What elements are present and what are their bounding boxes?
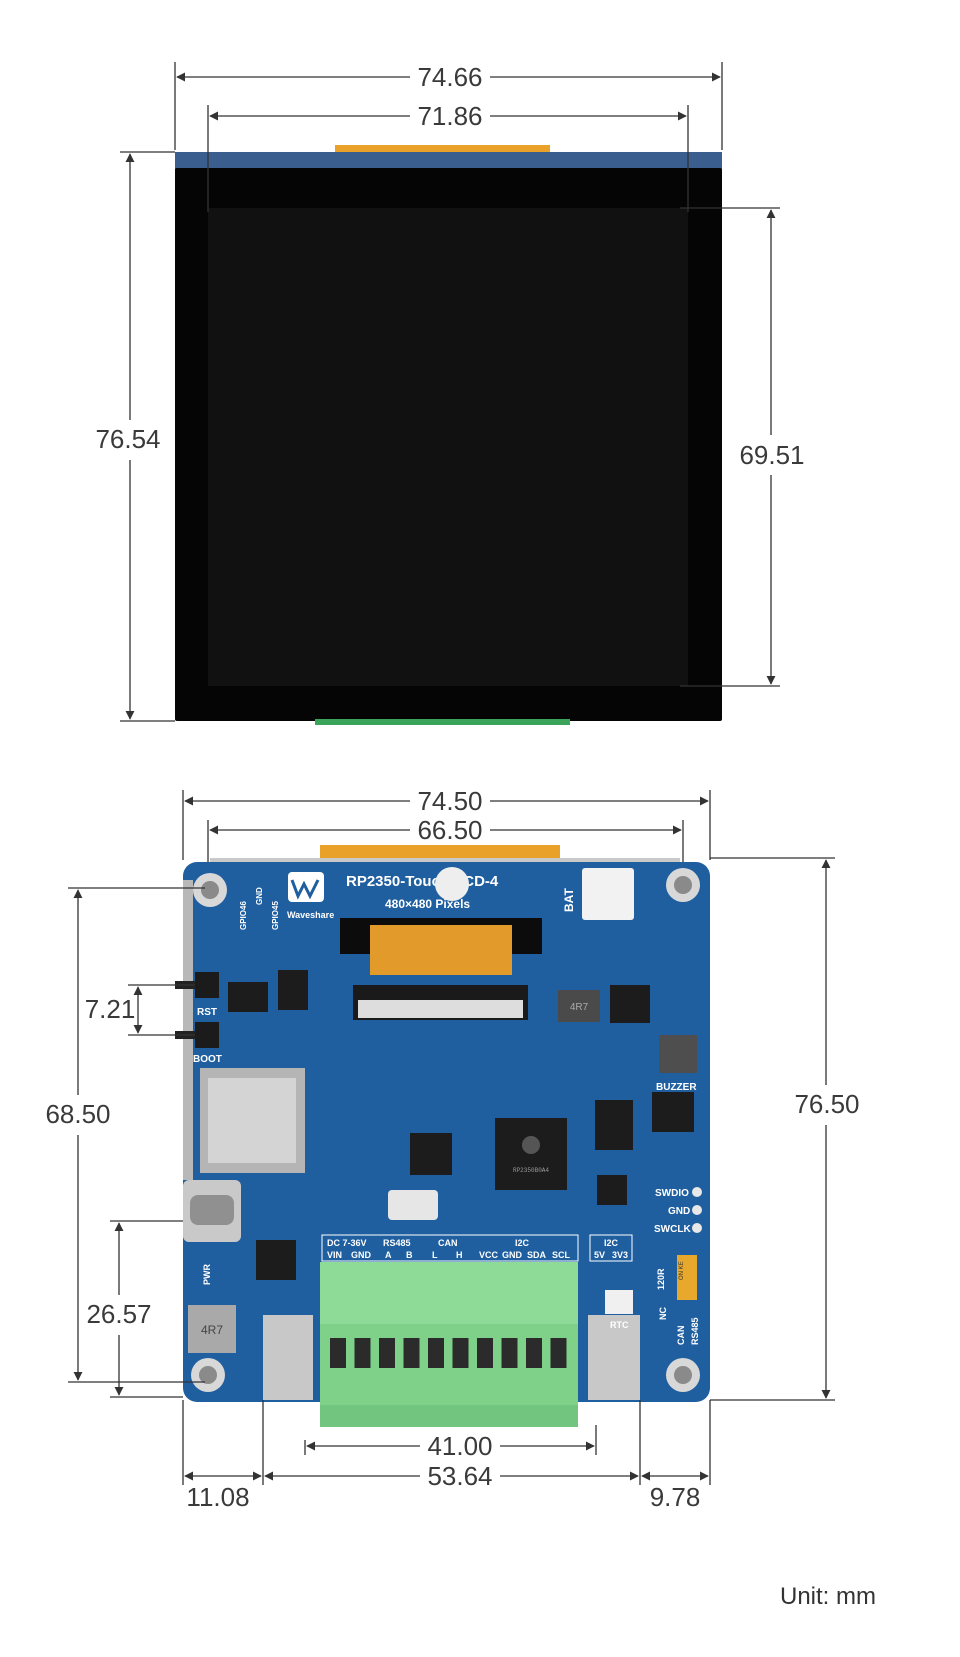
label-gpio46: GPIO46 [239, 901, 248, 930]
dim-top-height-active: 69.51 [739, 440, 804, 470]
metal-standoff-left [263, 1315, 313, 1400]
mounting-hole-tr [666, 868, 700, 902]
fuse [388, 1190, 438, 1220]
label-nc: NC [658, 1307, 668, 1320]
label-inductor: 4R7 [201, 1323, 223, 1337]
label-gnd-i2c: GND [502, 1250, 523, 1260]
label-5v: 5V [594, 1250, 605, 1260]
label-a: A [385, 1250, 392, 1260]
metal-standoff-right [588, 1315, 640, 1400]
dim-top-width-outer: 74.66 [417, 62, 482, 92]
label-rs485-sel: RS485 [690, 1317, 700, 1345]
terminal-slot [452, 1338, 469, 1368]
chip-e [278, 970, 308, 1010]
mounting-hole-br [666, 1358, 700, 1392]
terminal-slot [477, 1338, 493, 1368]
dim-bottom-height-outer: 76.50 [794, 1089, 859, 1119]
label-swdio: SWDIO [655, 1188, 689, 1199]
chip-c [652, 1092, 694, 1132]
bottom-fpc-strip [315, 719, 570, 725]
label-rtc: RTC [610, 1320, 629, 1330]
label-rst: RST [197, 1007, 217, 1018]
pcb-back-view: RP2350-Touch-LCD-4 480×480 Pixels Wavesh… [175, 845, 710, 1427]
label-gnd-dc: GND [351, 1250, 372, 1260]
label-b: B [406, 1250, 413, 1260]
dim-bottom-width-outer: 74.50 [417, 786, 482, 816]
chip-d [610, 985, 650, 1023]
label-rs485: RS485 [383, 1238, 411, 1248]
chip-b [595, 1100, 633, 1150]
dim-right-margin: 9.78 [650, 1482, 701, 1512]
lcd-top-edge [175, 152, 722, 170]
label-dip-on: ON KE [679, 1261, 685, 1280]
dim-bottom-width-fpc: 66.50 [417, 815, 482, 845]
dim-usb-to-bottom: 26.57 [86, 1299, 151, 1329]
dim-hole-to-bottom: 68.50 [45, 1099, 110, 1129]
label-gpio45: GPIO45 [271, 901, 280, 930]
chip-a [410, 1133, 452, 1175]
chip-h [597, 1175, 627, 1205]
terminal-screws [330, 1338, 567, 1368]
label-gnd-top: GND [255, 887, 264, 905]
label-h: H [456, 1250, 463, 1260]
dc-sticker [435, 867, 469, 901]
terminal-slot [354, 1338, 371, 1368]
board-title: RP2350-Touch-LCD-4 [346, 873, 499, 890]
terminal-slot [550, 1338, 567, 1368]
chip-g [256, 1240, 296, 1280]
brand-label: Waveshare [287, 910, 334, 920]
label-120r: 120R [656, 1268, 666, 1290]
dim-top-width-active: 71.86 [417, 101, 482, 131]
terminal-slot [330, 1338, 346, 1368]
dim-button-pitch: 7.21 [85, 994, 136, 1024]
lcd-front-view [175, 145, 722, 725]
fpc-ribbon [370, 925, 512, 975]
label-swclk: SWCLK [654, 1224, 691, 1235]
buzzer [659, 1035, 697, 1073]
terminal-slot [403, 1338, 420, 1368]
label-vin: VIN [327, 1250, 342, 1260]
label-swd-gnd: GND [668, 1206, 690, 1217]
label-scl: SCL [552, 1250, 571, 1260]
label-sda: SDA [527, 1250, 547, 1260]
label-dc: DC 7-36V [327, 1238, 367, 1248]
inductor-right [558, 990, 600, 1022]
bottom-dimensions [68, 790, 835, 1485]
mounting-hole-bl [191, 1358, 225, 1392]
label-vcc: VCC [479, 1250, 499, 1260]
unit-label: Unit: mm [780, 1583, 876, 1610]
label-i2c: I2C [515, 1238, 530, 1248]
label-3v3: 3V3 [612, 1250, 628, 1260]
mounting-hole-tl [193, 873, 227, 907]
label-i2c-sel: I2C [604, 1238, 619, 1248]
label-can-sel: CAN [676, 1326, 686, 1346]
inductor-bottom-left [188, 1305, 236, 1353]
terminal-slot [501, 1338, 518, 1368]
label-l: L [432, 1250, 438, 1260]
label-can: CAN [438, 1238, 458, 1248]
terminal-slot [428, 1338, 444, 1368]
label-chip: RP2350B0A4 [513, 1167, 549, 1174]
dip-switch [677, 1255, 697, 1300]
rst-button [195, 972, 219, 998]
label-buzzer: BUZZER [656, 1082, 697, 1093]
lcd-active-area [208, 208, 688, 686]
label-boot: BOOT [193, 1054, 222, 1065]
label-bat: BAT [562, 888, 576, 912]
battery-connector [582, 868, 634, 920]
dim-left-margin: 11.08 [186, 1482, 249, 1512]
top-dimensions [120, 62, 780, 722]
terminal-slot [526, 1338, 542, 1368]
label-inductor2: 4R7 [570, 1002, 589, 1013]
dim-top-height-outer: 76.54 [95, 424, 160, 454]
label-pwr: PWR [202, 1264, 212, 1285]
dim-terminal-width: 41.00 [427, 1431, 492, 1461]
terminal-slot [379, 1338, 395, 1368]
dim-center-width: 53.64 [427, 1461, 492, 1491]
chip-f [228, 982, 268, 1012]
boot-button [195, 1022, 219, 1048]
rtc-connector [605, 1290, 633, 1314]
